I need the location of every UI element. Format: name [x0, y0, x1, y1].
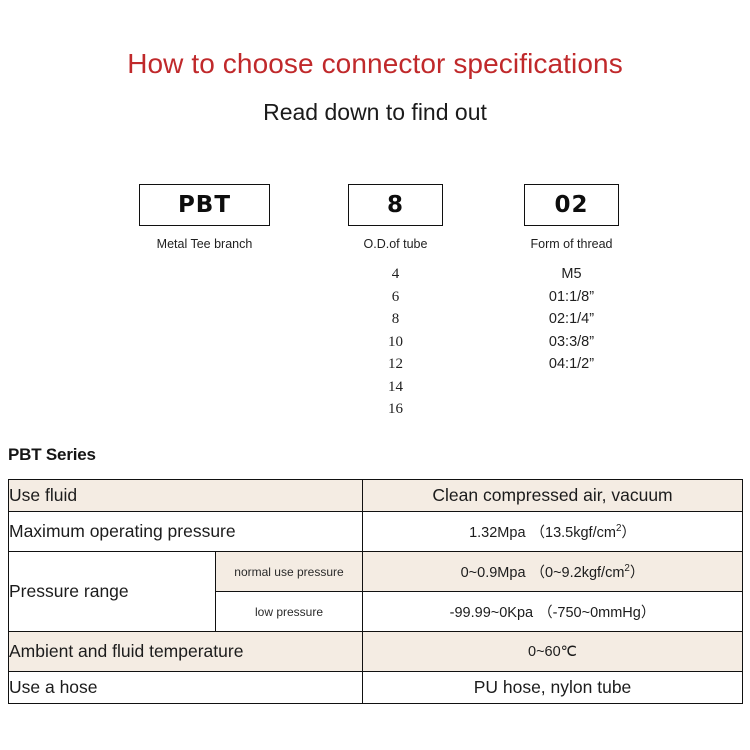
value-paren: （13.5kgf/cm: [530, 525, 616, 541]
value-paren: （0~9.2kgf/cm: [530, 565, 625, 581]
code-option: 4: [391, 266, 400, 282]
cell-sublabel-low-pressure: low pressure: [215, 591, 363, 632]
value-paren: （-750~0mmHg）: [538, 605, 656, 621]
code-column-series: PBT Metal Tee branch: [139, 184, 270, 251]
table-row: Pressure range normal use pressure 0~0.9…: [8, 551, 743, 632]
code-caption-thread: Form of thread: [530, 237, 613, 251]
value-superscript: 2: [624, 563, 630, 575]
cell-label-use-hose: Use a hose: [8, 671, 363, 704]
table-row: Ambient and fluid temperature 0~60℃: [8, 631, 743, 672]
code-option: 16: [388, 401, 403, 417]
cell-value-use-hose: PU hose, nylon tube: [362, 671, 743, 704]
cell-label-max-pressure: Maximum operating pressure: [8, 511, 363, 552]
value-tail: ）: [621, 525, 636, 541]
code-box-od: 8: [348, 184, 443, 226]
cell-label-pressure-range: Pressure range: [8, 551, 216, 632]
table-row: Use a hose PU hose, nylon tube: [8, 671, 743, 704]
code-option: 14: [388, 378, 403, 395]
page-title: How to choose connector specifications: [127, 48, 623, 79]
cell-value-max-pressure: 1.32Mpa（13.5kgf/cm2）: [362, 511, 743, 552]
cell-value-normal-use-pressure: 0~0.9Mpa（0~9.2kgf/cm2）: [362, 551, 743, 592]
code-options-od: 4 6 8 10 12 14 16: [348, 263, 443, 421]
value-tail: ）: [629, 565, 645, 581]
code-caption-series: Metal Tee branch: [156, 237, 253, 251]
code-column-od: 8 O.D.of tube 4 6 8 10 12 14 16: [348, 184, 443, 421]
cell-value-low-pressure: -99.99~0Kpa（-750~0mmHg）: [362, 591, 743, 632]
value-superscript: 2: [615, 523, 622, 535]
value-main: 0~0.9Mpa: [460, 565, 526, 581]
code-option: 6: [391, 288, 400, 305]
value-main: 1.32Mpa: [469, 525, 526, 541]
cell-label-ambient-temperature: Ambient and fluid temperature: [8, 631, 363, 672]
code-box-series: PBT: [139, 184, 270, 226]
cell-value-use-fluid: Clean compressed air, vacuum: [362, 479, 743, 512]
value-main: -99.99~0Kpa: [449, 605, 534, 621]
table-row: Use fluid Clean compressed air, vacuum: [8, 479, 743, 512]
cell-label-use-fluid: Use fluid: [8, 479, 363, 512]
code-option: 01:1/8”: [548, 288, 595, 305]
cell-sublabel-normal-use-pressure: normal use pressure: [215, 551, 363, 592]
series-heading: PBT Series: [8, 445, 96, 464]
code-option: 10: [388, 333, 403, 350]
code-column-thread: 02 Form of thread M5 01:1/8” 02:1/4” 03:…: [524, 184, 619, 376]
code-option: M5: [561, 266, 582, 282]
cell-value-ambient-temperature: 0~60℃: [362, 631, 743, 672]
code-caption-od: O.D.of tube: [363, 237, 428, 251]
code-option: 12: [388, 356, 403, 372]
code-option: 03:3/8”: [548, 333, 595, 350]
code-option: 02:1/4”: [548, 311, 595, 327]
code-options-thread: M5 01:1/8” 02:1/4” 03:3/8” 04:1/2”: [524, 263, 619, 376]
table-row: Maximum operating pressure 1.32Mpa（13.5k…: [8, 511, 743, 552]
page-subtitle: Read down to find out: [263, 99, 487, 125]
code-option: 8: [391, 311, 400, 327]
code-option: 04:1/2”: [548, 356, 595, 372]
code-box-thread: 02: [524, 184, 619, 226]
specification-table: Use fluid Clean compressed air, vacuum M…: [8, 479, 743, 704]
